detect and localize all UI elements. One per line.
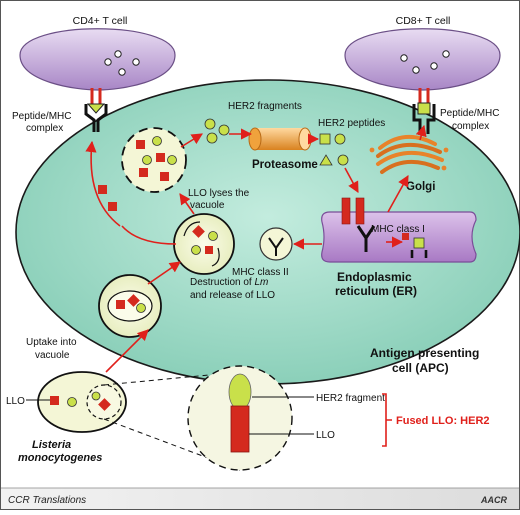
- llo-small-label: LLO: [6, 396, 25, 407]
- listeria-bacterium: [37, 371, 127, 433]
- uptake-vacuole: [98, 274, 162, 338]
- her2-peptides-label: HER2 peptides: [318, 118, 385, 129]
- her2-peptides: [319, 133, 349, 166]
- uptake-label-1: Uptake into: [26, 337, 77, 348]
- apc-label-1: Antigen presenting: [370, 346, 479, 360]
- mhc-class-ii-label: MHC class II: [232, 267, 289, 278]
- her2-fragments: [204, 118, 230, 144]
- uptake-label-2: vacuole: [35, 350, 70, 361]
- er-label-1: Endoplasmic: [337, 270, 412, 284]
- footer-bar: [1, 488, 519, 509]
- fused-bracket: [382, 393, 392, 447]
- mhc-class-ii: [259, 227, 293, 261]
- llo-bars-er: [341, 197, 365, 225]
- fused-label: Fused LLO: HER2: [396, 415, 490, 427]
- lysis-label-1: LLO lyses the: [188, 188, 250, 199]
- her2-fragment-label: HER2 fragment: [316, 393, 385, 404]
- aacr-logo: AACR: [480, 495, 507, 505]
- proteasome: [248, 127, 312, 151]
- pathway-arrows: [85, 124, 427, 373]
- llo-big-label: LLO: [316, 430, 335, 441]
- lysis-label-2: vacuole: [190, 200, 225, 211]
- apc-label-2: cell (APC): [392, 361, 449, 375]
- cd8-t-cell: [344, 28, 501, 91]
- listeria-label-1: Listeria: [32, 439, 71, 451]
- mhc-class-i-label: MHC class I: [371, 224, 425, 235]
- cd4-t-cell: [19, 28, 176, 91]
- golgi-apparatus: [369, 135, 449, 174]
- proteasome-label: Proteasome: [252, 159, 318, 171]
- fused-llo-her2-zoom: [187, 365, 293, 471]
- cd4-label: CD4+ T cell: [73, 15, 128, 27]
- peptide-mhc-left-label-2: complex: [26, 123, 63, 134]
- peptide-mhc-right-label-2: complex: [452, 121, 489, 132]
- lysed-vacuole: [98, 127, 187, 211]
- peptide-mhc-left-label-1: Peptide/MHC: [12, 111, 71, 122]
- golgi-label: Golgi: [406, 181, 435, 193]
- peptide-mhc-right-label-1: Peptide/MHC: [440, 108, 499, 119]
- cd8-label: CD8+ T cell: [396, 15, 451, 27]
- her2-fragments-label: HER2 fragments: [228, 101, 302, 112]
- destruction-vacuole: [173, 213, 235, 275]
- footer-title: CCR Translations: [8, 495, 86, 506]
- destruction-label-1: Destruction of Lm: [190, 277, 268, 288]
- er-label-2: reticulum (ER): [335, 284, 417, 298]
- tcr-mhc-complex-left: [84, 88, 108, 132]
- destruction-label-2: and release of LLO: [190, 290, 275, 301]
- listeria-label-2: monocytogenes: [18, 452, 102, 464]
